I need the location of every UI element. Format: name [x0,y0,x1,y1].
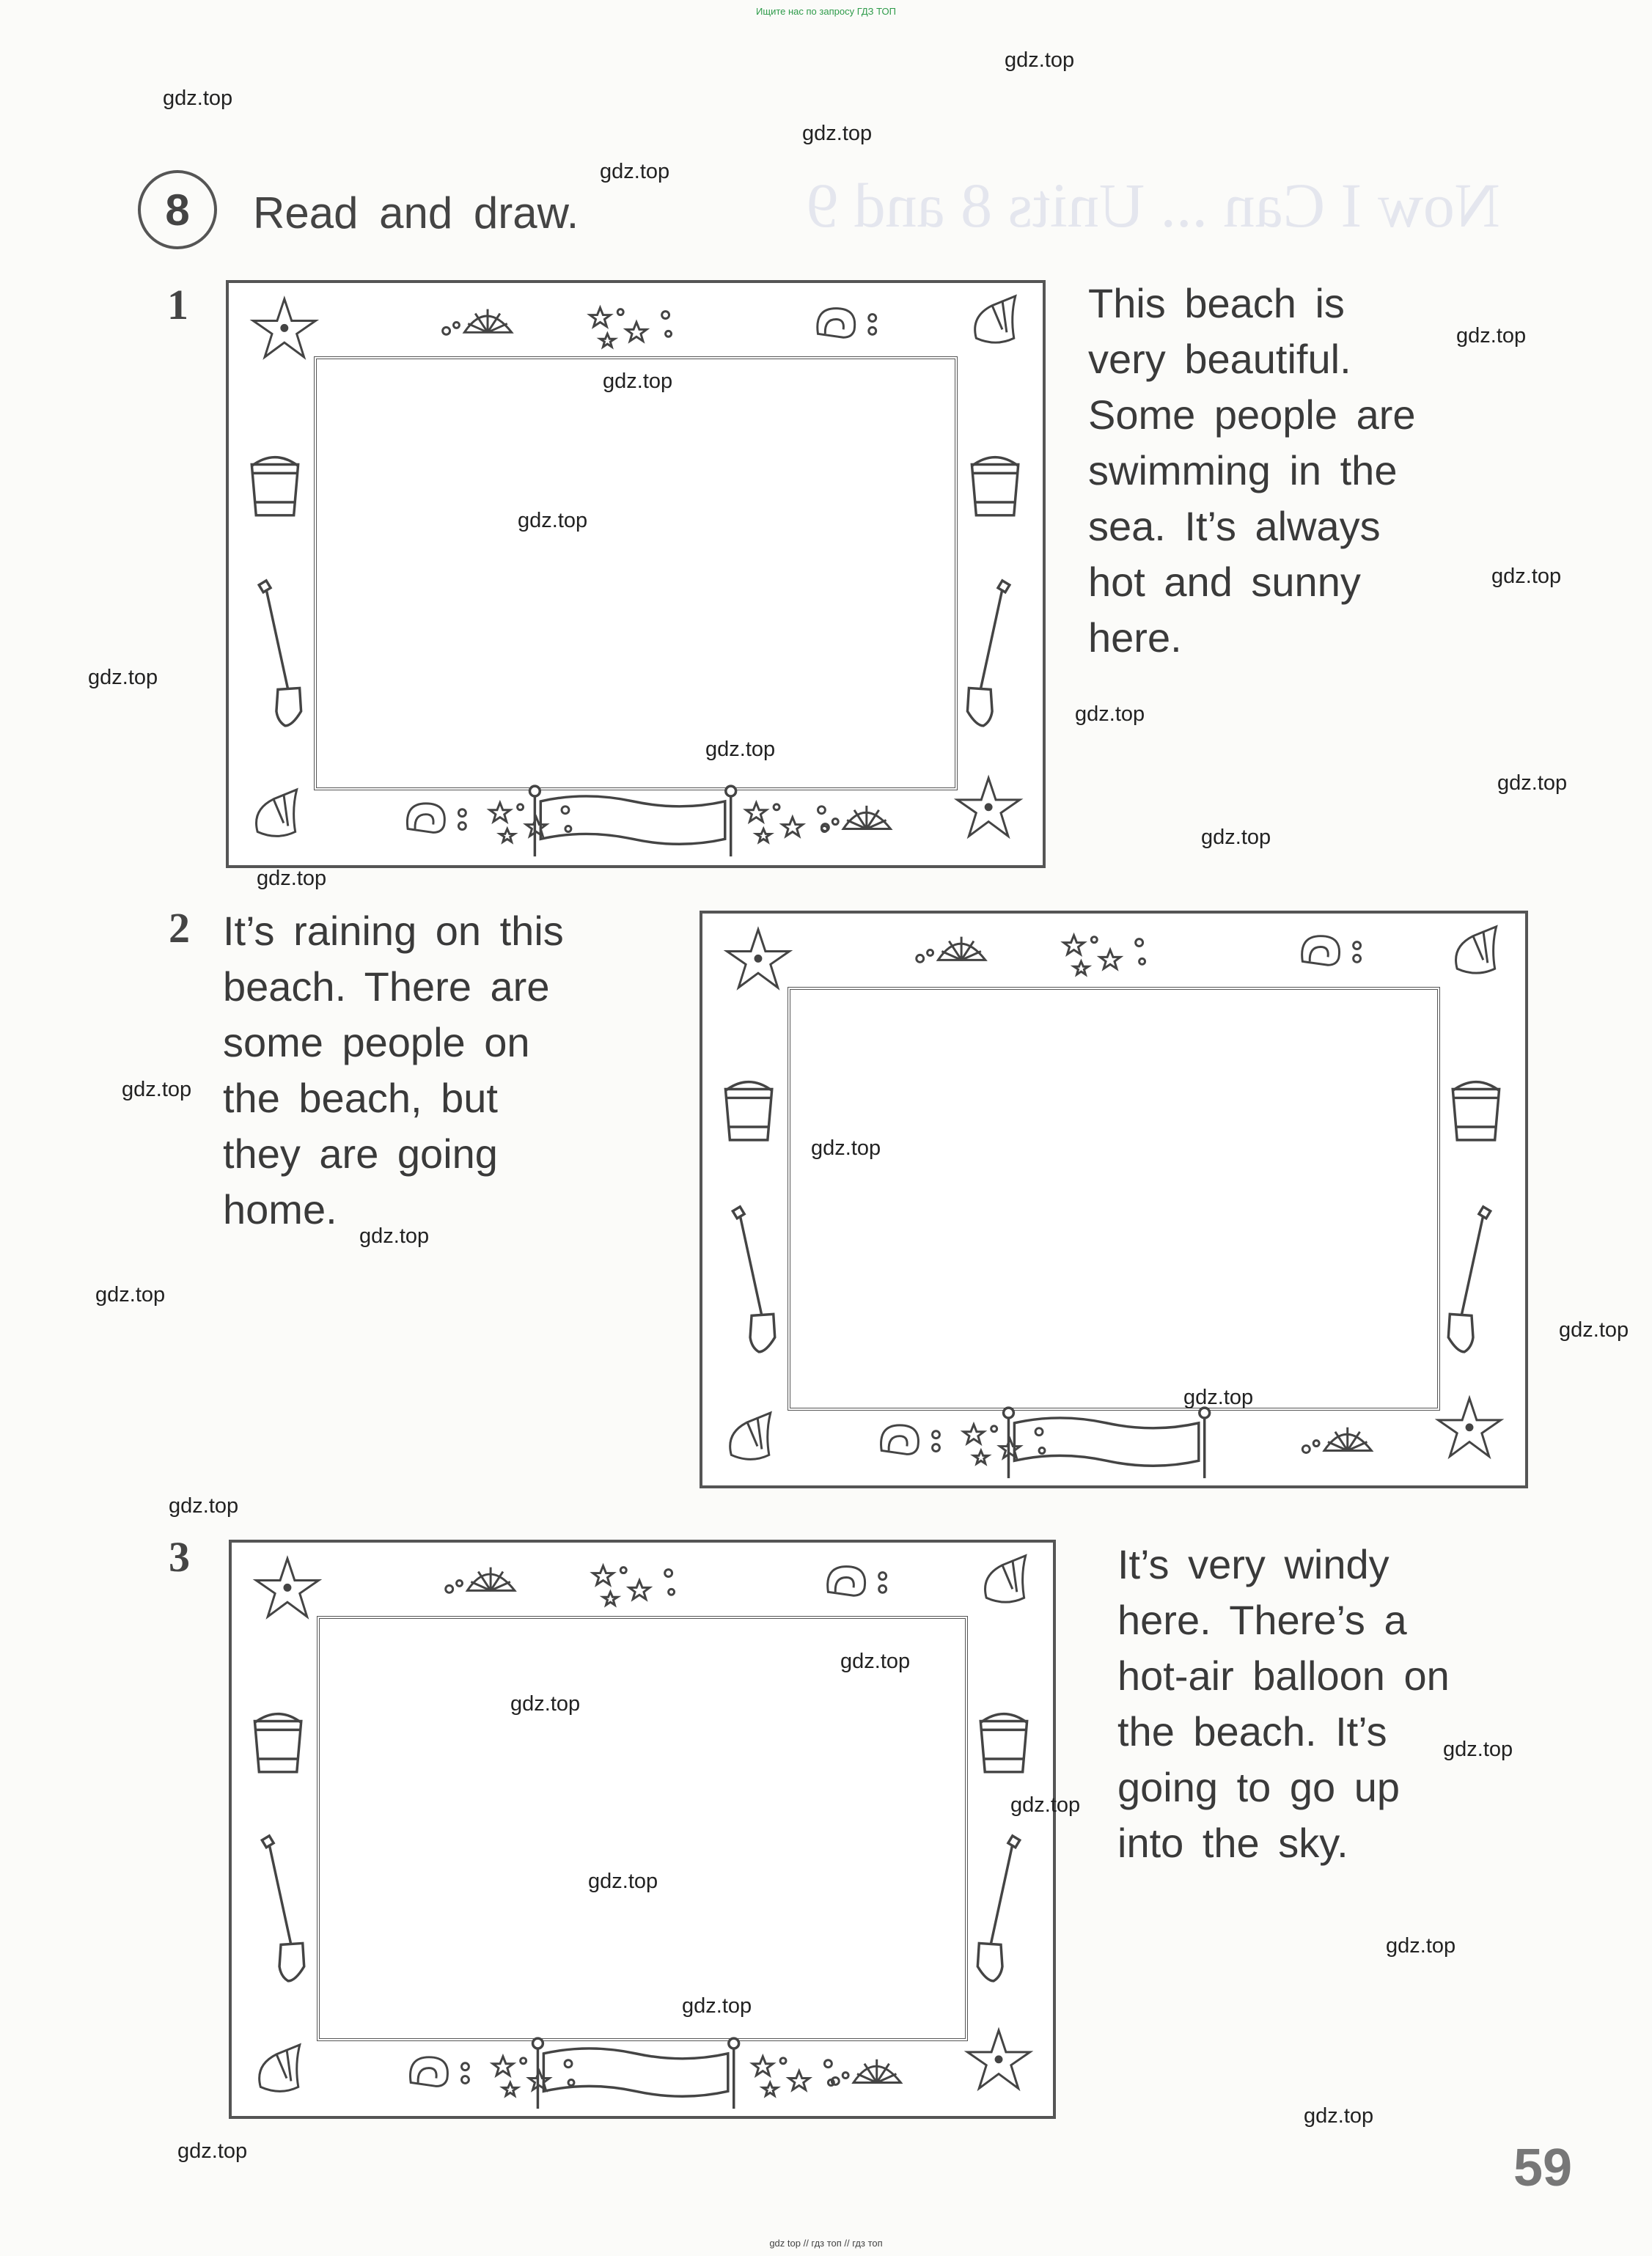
spade-icon [976,1834,1021,1983]
task-text: This beach is very beautiful. Some peopl… [1088,280,1416,661]
watermark[interactable]: gdz.top [705,738,776,761]
star-icon [751,2055,835,2097]
drawing-frame[interactable] [226,280,1046,868]
watermark[interactable]: gdz.top [1491,565,1562,588]
watermark[interactable]: gdz.top [163,87,233,110]
drawing-area[interactable] [317,1616,968,2041]
watermark[interactable]: gdz.top [1005,48,1075,72]
task-number: 3 [169,1533,190,1581]
task-text: It’s very windy here. There’s a hot-air … [1117,1541,1450,1866]
watermark[interactable]: gdz.top [682,1994,752,2018]
star-icon [589,306,672,348]
bucket-icon [979,1712,1029,1774]
watermark[interactable]: gdz.top [603,370,673,393]
shell-icon [820,804,892,832]
watermark[interactable]: gdz.top [257,867,327,890]
watermark[interactable]: gdz.top [1386,1934,1456,1958]
exercise-instruction: Read and draw. [253,188,579,238]
page-number: 59 [1513,2139,1573,2197]
watermark[interactable]: gdz.top [1497,771,1568,795]
bucket-icon [724,1080,774,1142]
shell-icon [826,1565,888,1597]
watermark[interactable]: gdz.top [359,1224,430,1248]
spade-icon [260,1834,306,1983]
star-icon [744,801,829,843]
shell-icon [1301,935,1362,966]
starfish-icon [725,928,791,989]
shell-icon [816,307,878,339]
watermark[interactable]: gdz.top [510,1692,581,1716]
shell-icon [729,1411,772,1460]
header-link[interactable]: Ищите нас по запросу ГДЗ ТОП [756,6,896,17]
starfish-icon [1436,1397,1502,1458]
sign-icon [528,785,738,858]
bucket-icon [250,455,300,517]
shell-icon [405,802,467,834]
spade-icon [257,579,303,727]
footer-links[interactable]: gdz top // гдз топ // гдз топ [769,2238,883,2249]
spade-icon [966,579,1011,727]
exercise-number: 8 [138,170,217,249]
drawing-area[interactable] [314,356,958,790]
frame-decorations [724,925,1502,1480]
shell-icon [974,295,1017,344]
watermark[interactable]: gdz.top [811,1136,881,1160]
shell-icon [441,308,513,336]
ghost-heading: Now I Can ... Units 8 and 9 [807,170,1500,240]
starfish-icon [252,298,317,359]
sign-icon [1002,1406,1211,1480]
shell-icon [1455,925,1498,974]
watermark[interactable]: gdz.top [802,122,873,145]
star-icon [491,2055,576,2097]
bucket-icon [970,455,1020,517]
watermark[interactable]: gdz.top [600,160,670,183]
watermark[interactable]: gdz.top [122,1078,192,1101]
shell-icon [255,788,298,837]
drawing-area[interactable] [788,987,1440,1411]
shell-icon [409,2056,470,2087]
shell-icon [258,2043,301,2093]
shell-icon [880,1424,941,1455]
shell-icon [915,936,987,963]
shell-icon [444,1566,516,1594]
star-icon [592,1565,676,1606]
starfish-icon [254,1557,320,1618]
watermark[interactable]: gdz.top [1304,2104,1374,2128]
watermark[interactable]: gdz.top [1075,702,1145,726]
spade-icon [1447,1205,1492,1353]
watermark[interactable]: gdz.top [95,1283,166,1307]
watermark[interactable]: gdz.top [1183,1386,1254,1409]
watermark[interactable]: gdz.top [1443,1738,1513,1761]
bucket-icon [253,1712,303,1774]
star-icon [1062,934,1147,976]
watermark[interactable]: gdz.top [1201,826,1271,849]
task-number: 2 [169,904,190,952]
watermark[interactable]: gdz.top [1559,1318,1629,1342]
shell-icon [1301,1426,1373,1454]
drawing-frame[interactable] [229,1540,1056,2119]
bucket-icon [1451,1080,1501,1142]
spade-icon [731,1205,777,1353]
starfish-icon [966,2029,1032,2090]
watermark[interactable]: gdz.top [588,1870,658,1893]
shell-icon [984,1554,1027,1603]
task-number: 1 [167,281,188,328]
watermark[interactable]: gdz.top [518,509,588,532]
watermark[interactable]: gdz.top [1010,1793,1081,1817]
shell-icon [830,2058,902,2086]
task-text: It’s raining on this beach. There are so… [223,908,564,1232]
watermark[interactable]: gdz.top [840,1650,911,1673]
watermark[interactable]: gdz.top [1456,324,1527,348]
watermark[interactable]: gdz.top [177,2139,248,2163]
watermark[interactable]: gdz.top [169,1494,239,1518]
sign-icon [531,2037,741,2110]
drawing-frame[interactable] [700,911,1528,1488]
frame-decorations [253,1554,1032,2110]
watermark[interactable]: gdz.top [88,666,158,689]
starfish-icon [956,776,1021,837]
